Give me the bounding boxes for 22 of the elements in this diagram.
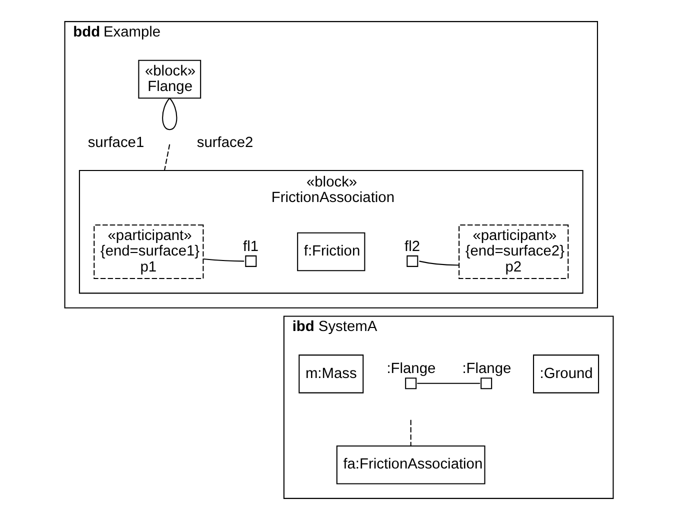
node-box: fa:FrictionAssociation — [336, 444, 485, 484]
node-box: «participant» {end=surface1} p1 — [93, 224, 204, 279]
node-box — [244, 254, 256, 266]
node-label: :Flange — [386, 360, 436, 377]
node-label: :Flange — [462, 360, 511, 377]
connector — [418, 260, 458, 266]
node-box — [480, 377, 492, 389]
node-box: m:Mass — [298, 354, 364, 393]
node-label: fl1 — [242, 238, 258, 254]
connector — [416, 382, 480, 384]
node-box — [406, 254, 418, 266]
node-box — [404, 377, 416, 389]
node-box: f:Friction — [296, 232, 365, 271]
label: surface1 — [87, 134, 144, 151]
node-label: fl2 — [404, 238, 420, 254]
connector — [410, 419, 411, 446]
node-box: :Ground — [532, 354, 599, 393]
node-box: «block» Flange — [138, 59, 201, 98]
label: surface2 — [196, 134, 253, 151]
connector — [163, 144, 170, 170]
connector — [202, 258, 244, 262]
node-box: «participant» {end=surface2} p2 — [458, 224, 568, 279]
